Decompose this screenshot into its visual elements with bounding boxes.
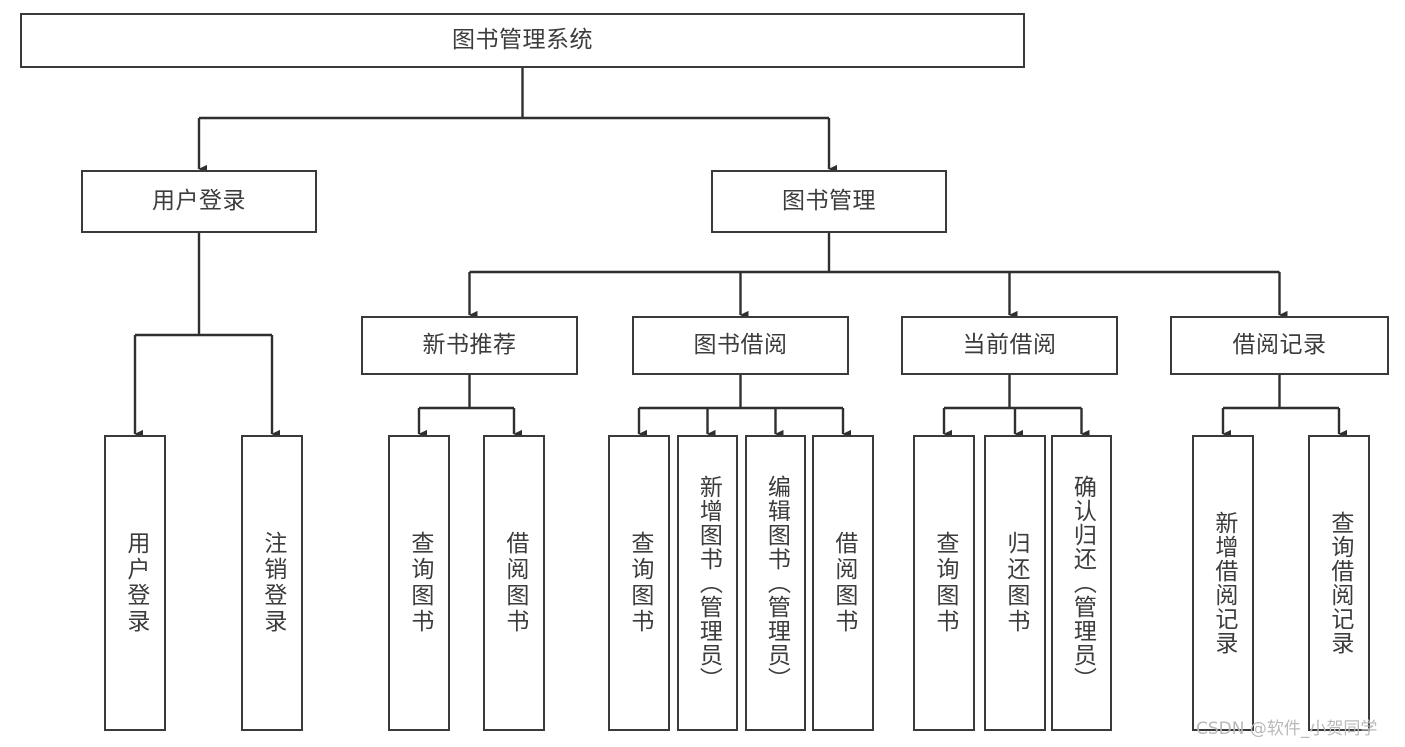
node-l4-5[interactable]: 查询图书 xyxy=(608,435,670,731)
node-l4-2[interactable]: 注销登录 xyxy=(241,435,303,731)
node-label: 用户登录 xyxy=(152,187,246,214)
node-label: 借阅图书 xyxy=(501,531,528,635)
node-label: 图书管理 xyxy=(782,187,876,214)
node-current[interactable]: 当前借阅 xyxy=(901,316,1118,375)
node-l4-9[interactable]: 查询图书 xyxy=(913,435,975,731)
node-root[interactable]: 图书管理系统 xyxy=(20,13,1025,68)
node-label: 查询图书 xyxy=(626,531,653,635)
node-l4-7[interactable]: 编辑图书（管理员） xyxy=(745,435,806,731)
node-label: 图书管理系统 xyxy=(452,26,593,53)
node-label: 注销登录 xyxy=(259,531,286,635)
node-l4-10[interactable]: 归还图书 xyxy=(984,435,1046,731)
node-label: 确认归还（管理员） xyxy=(1069,475,1096,691)
node-l4-3[interactable]: 查询图书 xyxy=(388,435,450,731)
node-l4-4[interactable]: 借阅图书 xyxy=(483,435,545,731)
node-label: 新增图书（管理员） xyxy=(695,475,722,691)
node-label: 借阅记录 xyxy=(1232,331,1327,358)
csdn-watermark: CSDN @软件_小贺同学 xyxy=(1196,719,1378,739)
node-label: 用户登录 xyxy=(122,531,149,635)
node-l4-12[interactable]: 新增借阅记录 xyxy=(1192,435,1254,731)
node-label: 借阅图书 xyxy=(830,531,857,635)
node-label: 新书推荐 xyxy=(422,331,517,358)
node-newrec[interactable]: 新书推荐 xyxy=(361,316,578,375)
node-records[interactable]: 借阅记录 xyxy=(1170,316,1389,375)
node-l4-8[interactable]: 借阅图书 xyxy=(812,435,874,731)
edge-layer xyxy=(133,68,1347,439)
node-l4-11[interactable]: 确认归还（管理员） xyxy=(1051,435,1112,731)
node-label: 查询图书 xyxy=(406,531,433,635)
node-label: 查询图书 xyxy=(931,531,958,635)
node-label: 图书借阅 xyxy=(693,331,788,358)
node-borrow[interactable]: 图书借阅 xyxy=(632,316,849,375)
node-login[interactable]: 用户登录 xyxy=(81,170,317,233)
node-label: 新增借阅记录 xyxy=(1210,511,1237,655)
node-l4-6[interactable]: 新增图书（管理员） xyxy=(677,435,738,731)
node-l4-13[interactable]: 查询借阅记录 xyxy=(1308,435,1370,731)
node-l4-1[interactable]: 用户登录 xyxy=(104,435,166,731)
node-label: 归还图书 xyxy=(1002,531,1029,635)
node-label: 查询借阅记录 xyxy=(1326,511,1353,655)
node-label: 当前借阅 xyxy=(962,331,1057,358)
node-label: 编辑图书（管理员） xyxy=(763,475,790,691)
node-bookmgmt[interactable]: 图书管理 xyxy=(711,170,947,233)
